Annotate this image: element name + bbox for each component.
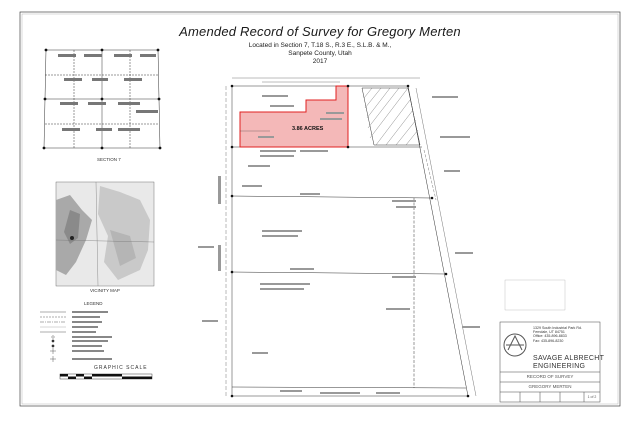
vicinity-map-label: VICINITY MAP bbox=[90, 288, 120, 293]
survey-boundary-lines bbox=[225, 85, 469, 397]
legend-text bbox=[72, 311, 112, 360]
parcel-area-label: 3.86 ACRES bbox=[292, 126, 324, 132]
sheet-type: RECORD OF SURVEY bbox=[526, 374, 574, 379]
survey-monuments bbox=[230, 84, 470, 398]
hatched-parcel bbox=[361, 87, 421, 146]
surveyor-stamp-box bbox=[504, 279, 566, 311]
drawing-annotations bbox=[198, 95, 480, 394]
company-name: SAVAGE ALBRECHT bbox=[533, 355, 605, 362]
sheet-border-inner bbox=[21, 13, 619, 405]
legend-symbols bbox=[40, 311, 66, 362]
address-line: Ferndale, UT 84751 bbox=[533, 330, 565, 335]
subject-parcel bbox=[239, 85, 349, 148]
document-title: Amended Record of Survey for Gregory Mer… bbox=[120, 24, 520, 65]
vicinity-map-terrain bbox=[55, 181, 155, 287]
section-map-label: SECTION 7 bbox=[97, 157, 121, 162]
location-line: Located in Section 7, T.18 S., R.3 E., S… bbox=[248, 42, 392, 49]
company-subname: ENGINEERING bbox=[533, 363, 586, 370]
address-line: Office: 435-896-8833 bbox=[533, 334, 567, 339]
company-address: 1329 South Industrial Park Rd. Ferndale,… bbox=[533, 326, 582, 343]
title-block bbox=[499, 321, 601, 403]
section-grid-monuments bbox=[42, 48, 162, 150]
year-line: 2017 bbox=[312, 58, 328, 65]
right-road bbox=[415, 87, 477, 397]
sheet-number: 1 of 2 bbox=[587, 395, 597, 399]
company-logo bbox=[503, 333, 527, 357]
address-line: Fax: 435-896-8230 bbox=[533, 338, 564, 343]
graphic-scale-bar bbox=[59, 373, 153, 380]
sheet-border bbox=[19, 11, 621, 407]
county-line: Sanpete County, Utah bbox=[288, 50, 352, 57]
survey-title: Amended Record of Survey for Gregory Mer… bbox=[179, 24, 461, 39]
legend-label: LEGEND bbox=[84, 301, 103, 306]
graphic-scale-label: GRAPHIC SCALE bbox=[94, 365, 148, 371]
top-road bbox=[232, 77, 420, 83]
section-grid-notes bbox=[58, 54, 158, 131]
client-name: GREGORY MERTEN bbox=[528, 384, 572, 389]
address-line: 1329 South Industrial Park Rd. bbox=[533, 326, 582, 330]
